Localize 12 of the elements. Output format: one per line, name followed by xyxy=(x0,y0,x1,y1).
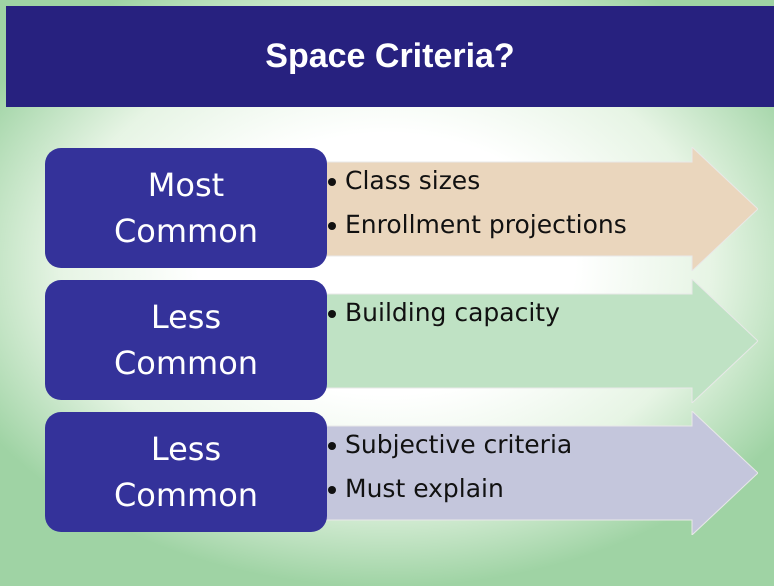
bullet-text: Must explain xyxy=(345,474,504,503)
bullet-text: Enrollment projections xyxy=(345,210,627,239)
category-box xyxy=(45,412,327,532)
bullet-text: Building capacity xyxy=(345,298,560,327)
bullet-text: Subjective criteria xyxy=(345,430,572,459)
slide-title: Space Criteria? xyxy=(265,37,515,76)
category-box xyxy=(45,148,327,268)
category-label: Most Common xyxy=(112,165,260,252)
category-label: Less Common xyxy=(112,297,260,384)
bullet-text: Class sizes xyxy=(345,166,480,195)
category-box xyxy=(45,280,327,400)
category-label: Less Common xyxy=(112,429,260,516)
